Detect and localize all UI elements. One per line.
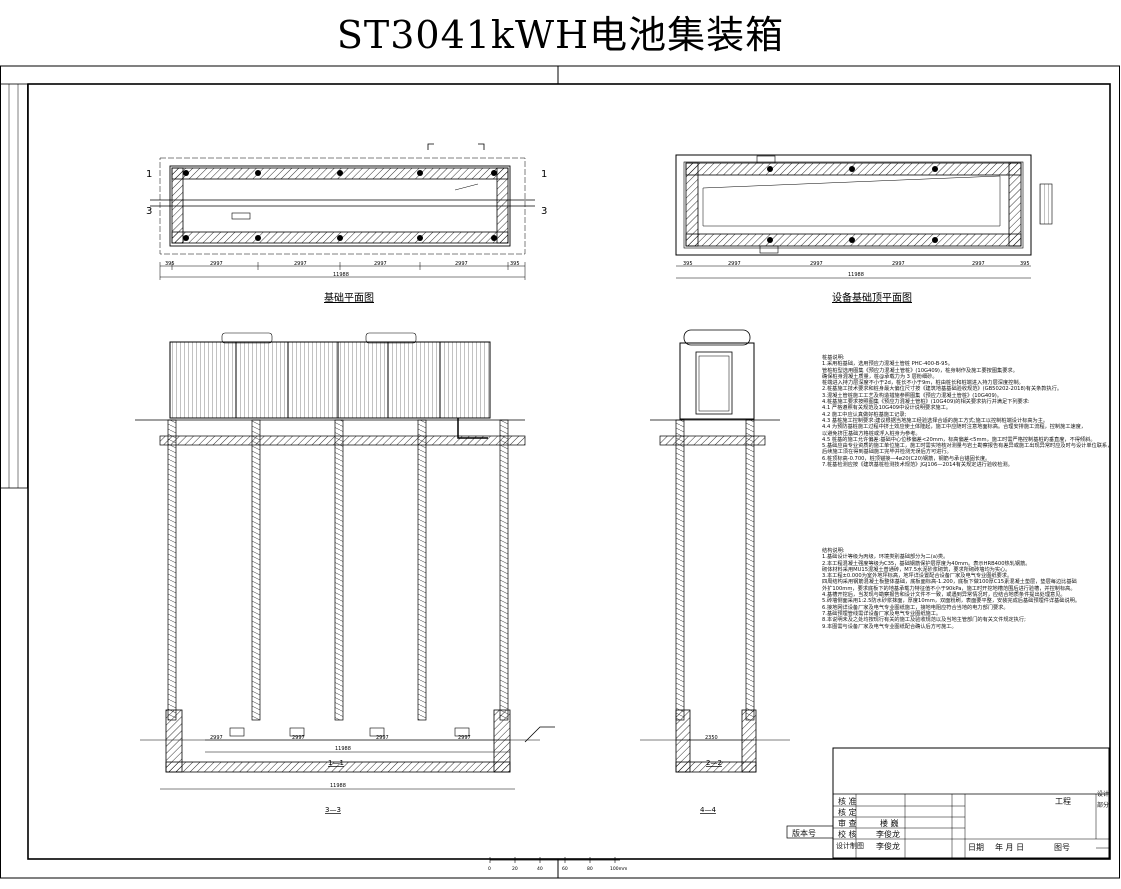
tb-date-fields: 年 月 日: [995, 843, 1025, 852]
struct-note-line: 1.基础设计等级为丙级，环境类别基础部分为二(a)类。: [822, 554, 949, 561]
view-title-foundation-plan: 基础平面图: [324, 291, 374, 304]
marker-3-right: 3: [541, 206, 547, 217]
dim-top-span-3: 2997: [892, 261, 905, 267]
pile-note-line: 6.桩顶标高-0.700，桩顶锚接—4ø20(C20)钢筋，钢筋与承台锚固长度。: [822, 455, 991, 462]
struct-note-line: 4.基槽开挖后，当发现与勘察报告和设计文件不一致，或遇到异常情况时，应结合地质条…: [822, 592, 1066, 599]
tb-drawing-no-label: 图号: [1054, 843, 1070, 852]
structural-notes: 结构说明: 1.基础设计等级为丙级，环境类别基础部分为二(a)类。 2.本工程混…: [822, 548, 1080, 630]
title-block: [786, 747, 1110, 859]
dim-edge-left: 395: [165, 261, 175, 267]
section-1-1: 2997 2997 2997 2997 11988 1—1: [135, 332, 526, 767]
pile-note-line: 4.2 施工中应认真做好桩基施工记录;: [822, 411, 907, 418]
scale-tick-80: 80: [587, 866, 593, 872]
piles-front: [167, 419, 509, 721]
pile-note-line: 4.1 严格遵照有关规范及10G409中设计说明要求施工。: [822, 405, 951, 412]
marker-1-right: 1: [541, 169, 547, 180]
dim-s1-span-3: 2997: [376, 735, 389, 741]
pile-note-line: 2.桩基施工技术要求和桩身最大偏位尺寸按《建筑地基基础验收规范》(GB50202…: [822, 386, 1063, 393]
tb-design-label: 设计: [1097, 791, 1110, 798]
tb-row-verify: 核 定: [838, 808, 857, 817]
dim-span-1: 2997: [210, 261, 223, 267]
struct-note-line: 砌体材料采用MU15混凝土普通砖，M7.5水泥砂浆砌筑，要求所砌砖墙均为实心。: [822, 566, 1011, 573]
foundation-plan: 1 1 3 3 395 2997 2997 2997 2997 395 1198…: [146, 143, 547, 304]
drawing-title: ST3041kWH电池集装箱: [336, 13, 785, 57]
tb-row-check: 校 核: [838, 830, 857, 839]
tb-row-design: 设计制图: [836, 842, 864, 850]
scale-tick-20: 20: [512, 866, 518, 872]
dim-s1-span-2: 2997: [292, 735, 305, 741]
pile-note-line: 4.4 为预防基桩施工过程中挤土效应使土体隆起，施工中应随时注意地面标高。合理安…: [822, 424, 1087, 431]
tb-row-approve: 核 准: [838, 797, 857, 806]
dim-top-edge-right: 395: [1020, 261, 1030, 267]
pile-note-line: 4.3 基桩施工控制要求:建议根据当地施工经验选择合适的施工方式;施工以控制桩端…: [822, 417, 1049, 424]
scale-tick-60: 60: [562, 866, 568, 872]
scale-tick-0: 0: [488, 866, 491, 872]
pile-note-line: 后续施工须在得到基础施工完毕并检测无误后方可进行。: [822, 449, 952, 456]
dim-s3-total: 11988: [330, 783, 346, 789]
pile-note-line: 4.桩基施工要求按照图集《预应力混凝土管桩》(10G409)的相关要求执行并满足…: [822, 399, 1030, 406]
tb-name-check: 李俊龙: [876, 830, 900, 839]
marker-1-left: 1: [146, 169, 152, 180]
struct-note-line: 7.基础预埋管线需详设备厂家及电气专业图纸施工。: [822, 610, 942, 617]
struct-note-line: 四周结构采用钢筋混凝土板整体基础，底板面标高-1.200，底板下做100厚C15…: [822, 579, 1077, 586]
dim-total: 11988: [333, 272, 349, 278]
tb-version-label: 版本号: [792, 829, 816, 838]
pile-note-line: 7.桩基检测应按《建筑基桩检测技术规范》JGJ106—2014有关规定进行验收检…: [822, 462, 1013, 469]
struct-note-line: 5.砖墙侧面采用1:2.5防水砂浆抹面，厚度10mm，双面粉刷，表面要平整，安装…: [822, 598, 1081, 605]
view-title-section-4: 4—4: [700, 806, 716, 814]
pile-notes: 桩基说明: 1.采用桩基础，选用预应力混凝土管桩 PHC-400-B-95。 管…: [822, 355, 1112, 468]
struct-note-line: 外扩100mm，要求底板下的地基承载力特征值不小于90kPa，施工时开挖地槽范围…: [822, 585, 1076, 592]
scale-bar: 0 20 40 60 80 100mm: [488, 857, 627, 872]
tb-row-review: 审 查: [838, 819, 857, 828]
equipment-top-plan: 395 2997 2997 2997 2997 395 11988 设备基础顶平…: [675, 154, 1053, 304]
dim-s2-width: 2350: [705, 735, 718, 741]
pile-notes-heading: 桩基说明:: [822, 355, 845, 361]
section-4-4: 4—4: [640, 709, 790, 814]
view-title-section-3: 3—3: [325, 806, 341, 814]
dim-top-edge-left: 395: [683, 261, 693, 267]
tb-name-review: 楼 巍: [880, 819, 899, 828]
tb-date-label: 日期: [968, 843, 984, 852]
struct-note-line: 3.本工程±0.000为室外地坪标高，地坪详设置配合设备厂家及电气专业图纸要求。: [822, 573, 1013, 580]
pile-note-line: 以避免挤压基础方格桩或浮入桩身为参考。: [822, 430, 921, 437]
pile-note-line: 5.基础应由专业资质的施工单位施工，施工时需实地核对测量与岩土勘察报告有差异或施…: [822, 443, 1113, 450]
tb-section-label: 部分: [1097, 802, 1110, 809]
pile-note-line: 1.采用桩基础，选用预应力混凝土管桩 PHC-400-B-95。: [822, 361, 953, 368]
dim-edge-right: 395: [510, 261, 520, 267]
pile-note-line: 4.5 桩基的施工允许偏差:基础中心位移偏差<20mm，标高偏差<5mm，施工时…: [822, 436, 1096, 443]
struct-note-line: 9.本图需与设备厂家及电气专业图纸配合确认后方可施工。: [822, 623, 957, 630]
sheet-border: [0, 65, 1120, 879]
dim-span-2: 2997: [294, 261, 307, 267]
dim-s1-span-1: 2997: [210, 735, 223, 741]
struct-notes-heading: 结构说明:: [822, 548, 845, 554]
dim-top-span-2: 2997: [810, 261, 823, 267]
section-2-2: 2350 2—2: [650, 329, 780, 767]
dim-top-span-1: 2997: [728, 261, 741, 267]
struct-note-line: 6.接地网详设备厂家及电气专业图纸施工，接地电阻应符合当地的电力部门要求。: [822, 604, 1009, 611]
marker-3-left: 3: [146, 206, 152, 217]
dim-span-3: 2997: [374, 261, 387, 267]
pile-note-line: 3.混凝土管桩施工工艺及构造措施参照图集《预应力混凝土管桩》(10G409)。: [822, 392, 1002, 399]
pile-note-line: 管桩桩型选用图集《预应力混凝土管桩》(10G409)，桩身制作及施工要按图集要求…: [822, 367, 1018, 374]
pile-note-line: 桩端进入持力层深度不小于2d，桩长不小于9m，桩由桩长和桩端进入持力层深度控制。: [822, 380, 1024, 387]
scale-tick-100: 100mm: [610, 866, 627, 872]
dim-top-total: 11988: [848, 272, 864, 278]
dim-span-4: 2997: [455, 261, 468, 267]
pile-note-line: 确保桩身混凝土质量，桩@承载力为 3 层粉细砂。: [822, 373, 938, 380]
dim-s1-span-4: 2997: [458, 735, 471, 741]
struct-note-line: 2.本工程混凝土强度等级为C35，基础钢筋保护层厚度为40mm。表示HRB400…: [822, 560, 1031, 567]
section-3-3: 11988 3—3: [140, 709, 555, 814]
scale-tick-40: 40: [537, 866, 543, 872]
struct-note-line: 8.本说明未及之处均按现行有关的施工及验收规范以及当地主管部门的有关文件规定执行…: [822, 617, 1026, 624]
tb-project-label: 工程: [1055, 797, 1071, 806]
tb-name-design: 李俊龙: [876, 842, 900, 851]
dim-top-span-4: 2997: [972, 261, 985, 267]
dim-s1-total: 11988: [335, 746, 351, 752]
view-title-equipment-top-plan: 设备基础顶平面图: [832, 291, 912, 304]
